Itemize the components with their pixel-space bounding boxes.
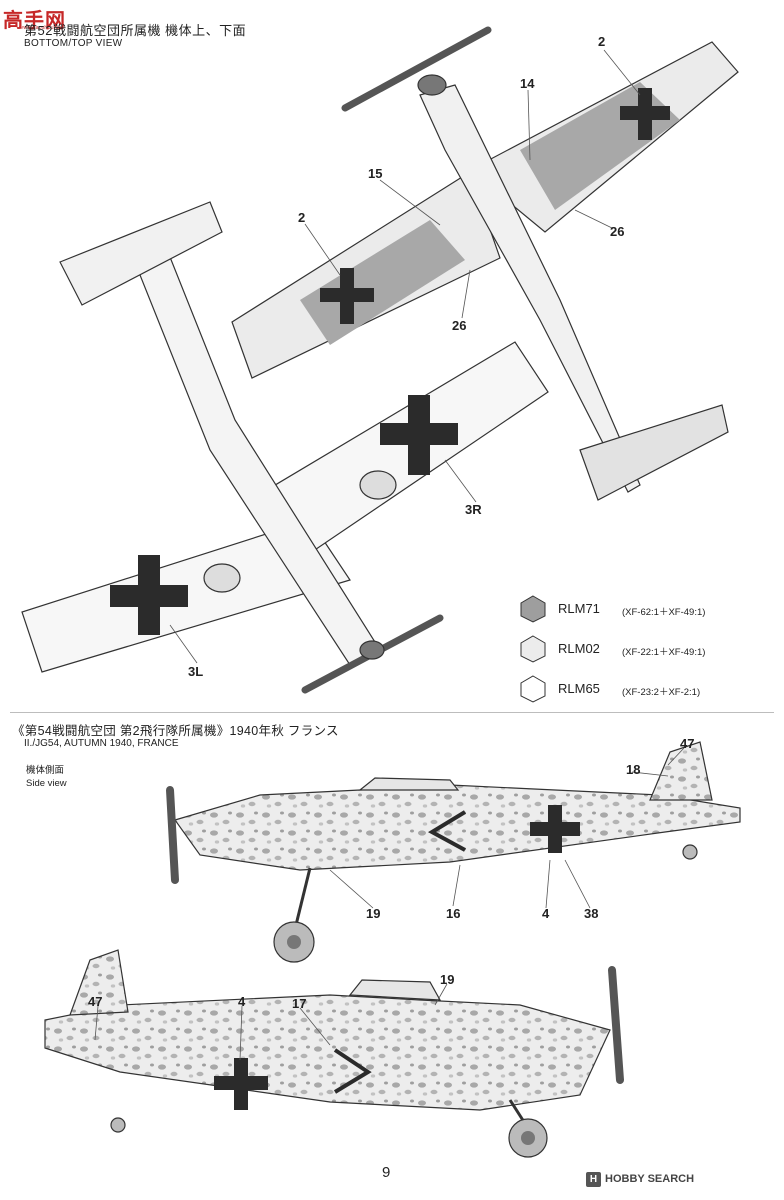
side-view-2-canopy: [348, 979, 442, 1001]
hobby-search-logo-icon: H: [586, 1172, 601, 1187]
callout-side-2-3: 4: [238, 994, 246, 1009]
legend-mix-3: (XF-23:2＋XF-2:1): [622, 687, 701, 698]
legend-name-2: RLM02: [558, 641, 600, 656]
bottom-view-radiator-left: [203, 563, 241, 593]
callout-top-view-3: 15: [368, 166, 383, 181]
side-view-1-gear-leg: [294, 867, 312, 926]
bottom-view-aircraft: [21, 201, 549, 694]
legend-swatch-rlm65-icon: [520, 675, 546, 703]
callout-side-1-2: 18: [626, 762, 641, 777]
callout-leader-lines: [94, 49, 685, 1061]
side-view-label-en: Side view: [26, 778, 67, 789]
side-view-1-propeller: [166, 786, 179, 884]
page-number: 9: [382, 1164, 391, 1181]
callout-side-1-4: 16: [446, 906, 461, 921]
top-view-tailplane: [579, 404, 729, 501]
bottom-view-right-cross-icon: [380, 395, 458, 475]
legend-name-1: RLM71: [558, 601, 600, 616]
side-view-1-aircraft: [166, 741, 741, 963]
side-view-2-cross-icon: [214, 1058, 268, 1110]
callout-side-2-1: 19: [440, 972, 455, 987]
legend-swatch-rlm02-icon: [520, 635, 546, 663]
bottom-view-left-cross-icon: [110, 555, 188, 635]
top-view-spinner: [417, 74, 447, 96]
legend-swatch-rlm71-icon: [520, 595, 546, 623]
side-view-1-chevron-icon: [427, 810, 467, 852]
side-view-1-cross-icon: [530, 805, 580, 853]
callout-top-view-2: 14: [520, 76, 535, 91]
side-view-1-fin: [649, 741, 713, 801]
callout-top-view-5: 26: [610, 224, 625, 239]
callout-side-1-5: 4: [542, 906, 550, 921]
side-view-2-aircraft: [44, 949, 624, 1158]
side-view-2-fuselage: [44, 994, 611, 1111]
legend-mix-2: (XF-22:1＋XF-49:1): [622, 647, 706, 658]
top-view-title: 第52戦闘航空団所属機 機体上、下面: [24, 23, 247, 38]
callout-top-view-1: 2: [598, 34, 606, 49]
top-view-subtitle: BOTTOM/TOP VIEW: [24, 38, 123, 49]
top-view-left-cross-icon: [320, 268, 374, 324]
top-view-aircraft: [231, 26, 739, 501]
callout-side-2-4: 17: [292, 996, 307, 1011]
legend-name-3: RLM65: [558, 681, 600, 696]
callout-top-view-6: 26: [452, 318, 467, 333]
callout-side-2-2: 47: [88, 994, 103, 1009]
top-view-right-cross-icon: [620, 88, 670, 140]
callout-side-1-6: 38: [584, 906, 599, 921]
side-view-section-title: 《第54戦闘航空団 第2飛行隊所属機》1940年秋 フランス: [12, 724, 339, 738]
side-view-2-propeller: [608, 966, 624, 1084]
side-view-label-ja: 機体側面: [26, 765, 65, 776]
side-view-1-fuselage: [174, 784, 741, 871]
callout-side-1-3: 19: [366, 906, 381, 921]
callout-top-view-4: 2: [298, 210, 306, 225]
bottom-view-radiator-right: [359, 470, 397, 500]
side-view-2-chevron-icon: [333, 1048, 372, 1094]
bottom-view-tailplane: [59, 201, 223, 306]
watermark-url: www.gaoshou.net: [19, 25, 64, 31]
top-view-fuselage: [419, 84, 641, 493]
callout-bottom-view-2: 3L: [188, 664, 204, 679]
side-view-1-tail-wheel: [682, 844, 698, 860]
side-view-section-subtitle: II./JG54, AUTUMN 1940, FRANCE: [24, 738, 179, 749]
callout-side-1-1: 47: [680, 736, 695, 751]
top-view-propeller: [341, 26, 492, 112]
bottom-view-spinner: [359, 640, 385, 660]
side-view-2-tail-wheel: [110, 1117, 126, 1133]
side-view-2-fin: [69, 949, 129, 1016]
section-divider: [10, 712, 774, 713]
side-view-1-canopy: [358, 777, 460, 791]
watermark-logo-top-left: 高手网 www.gaoshou.net: [3, 8, 66, 32]
callout-bottom-view-1: 3R: [465, 502, 482, 517]
legend-mix-1: (XF-62:1＋XF-49:1): [622, 607, 706, 618]
